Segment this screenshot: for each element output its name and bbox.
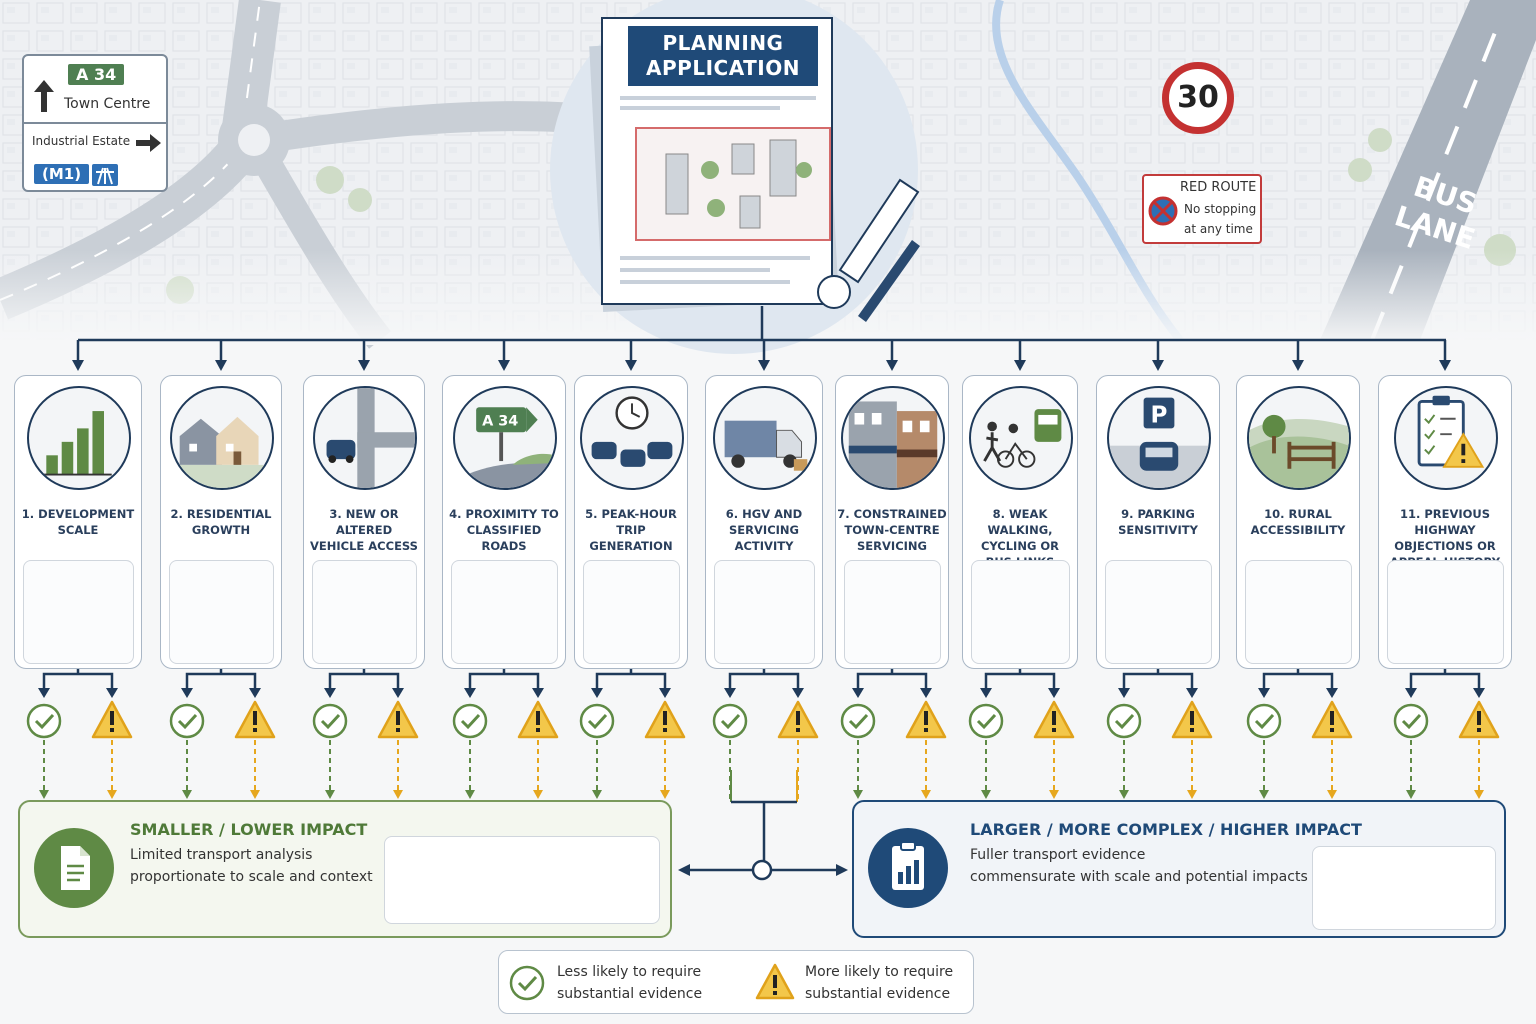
factor-card: 6. HGV AND SERVICING ACTIVITY (705, 375, 823, 669)
road-junction-icon (313, 386, 417, 490)
factor-card: 3. NEW OR ALTERED VEHICLE ACCESS (303, 375, 425, 669)
factor-card: A 34 4. PROXIMITY TO CLASSIFIED ROADS (442, 375, 566, 669)
rural-gate-icon (1247, 386, 1351, 490)
speed-limit-sign: 30 (1162, 62, 1234, 134)
bar-chart-icon (27, 386, 131, 490)
factor-label: 1. DEVELOPMENT SCALE (21, 507, 135, 537)
truck-icon (713, 386, 817, 490)
road-sign-icon: A 34 (453, 386, 557, 490)
parking-icon: P (1107, 386, 1211, 490)
red-route-line1: No stopping (1184, 202, 1257, 216)
factor-card: 1. DEVELOPMENT SCALE (14, 375, 142, 669)
red-route-sign: RED ROUTE No stopping at any time (1142, 174, 1262, 244)
factor-label: 4. PROXIMITY TO CLASSIFIED ROADS (449, 507, 559, 553)
secondary-destination: Industrial Estate (32, 134, 131, 148)
shopfront-icon (841, 386, 945, 490)
factor-connector (579, 340, 686, 799)
legend-warning-text: More likely to require substantial evide… (805, 964, 954, 1002)
smaller-impact-line2: proportionate to scale and context (130, 869, 373, 885)
legend-check-text: Less likely to require substantial evide… (557, 964, 703, 1002)
factor-notes-panel (23, 560, 134, 664)
clipboard-chart-icon (868, 828, 948, 908)
motorway-icon (92, 164, 118, 186)
factor-notes-panel (312, 560, 417, 664)
check-circle-icon (509, 965, 545, 1001)
factor-connector (1106, 340, 1213, 799)
primary-destination: Town Centre (64, 96, 151, 112)
red-route-line2: at any time (1184, 222, 1253, 236)
factor-label: 7. CONSTRAINED TOWN-CENTRE SERVICING (837, 507, 947, 553)
motorway-number: (M1) (34, 164, 90, 184)
factor-card: 2. RESIDENTIAL GROWTH (160, 375, 282, 669)
larger-impact-blank-panel (1312, 846, 1496, 930)
factor-notes-panel (971, 560, 1070, 664)
red-route-title: RED ROUTE (1180, 180, 1257, 195)
factor-notes-panel (583, 560, 680, 664)
factor-connector (968, 340, 1075, 799)
arrow-up-icon (34, 80, 54, 112)
smaller-impact-blank-panel (384, 836, 660, 924)
svg-text:A 34: A 34 (482, 414, 518, 430)
factor-card: 8. WEAK WALKING, CYCLING OR BUS LINKS (962, 375, 1078, 669)
factor-connector (840, 340, 947, 799)
factor-connector (169, 340, 276, 799)
direction-road-sign: A 34 Town Centre Industrial Estate (M1) (22, 54, 168, 192)
houses-icon (170, 386, 274, 490)
factor-connector (312, 340, 419, 799)
smaller-impact-line1: Limited transport analysis (130, 847, 313, 863)
pedestrian-cyclist-bus-icon (969, 386, 1073, 490)
factor-notes-panel (1105, 560, 1212, 664)
svg-text:P: P (1151, 403, 1168, 429)
factor-notes-panel (714, 560, 815, 664)
clipboard-warning-icon (1394, 386, 1498, 490)
sign-divider (24, 122, 166, 124)
factor-label: 6. HGV AND SERVICING ACTIVITY (725, 507, 803, 553)
larger-impact-line2: commensurate with scale and potential im… (970, 869, 1308, 885)
factor-card: 5. PEAK-HOUR TRIP GENERATION (574, 375, 688, 669)
factor-connector (1393, 340, 1500, 799)
clock-traffic-icon (580, 386, 684, 490)
legend: Less likely to require substantial evide… (498, 950, 974, 1014)
warning-triangle-icon (755, 963, 795, 1000)
factor-connector (712, 340, 819, 800)
factor-notes-panel (169, 560, 274, 664)
smaller-impact-title: SMALLER / LOWER IMPACT (130, 820, 368, 839)
factor-label: 3. NEW OR ALTERED VEHICLE ACCESS (310, 507, 418, 553)
factor-card: 7. CONSTRAINED TOWN-CENTRE SERVICING (835, 375, 949, 669)
factor-notes-panel (451, 560, 558, 664)
factor-notes-panel (844, 560, 941, 664)
arrow-right-icon (136, 134, 161, 152)
factor-card: 10. RURAL ACCESSIBILITY (1236, 375, 1360, 669)
factor-label: 2. RESIDENTIAL GROWTH (170, 507, 272, 537)
factor-connector (26, 340, 133, 799)
no-stopping-icon (1148, 196, 1178, 226)
larger-impact-line1: Fuller transport evidence (970, 847, 1146, 863)
road-number: A 34 (68, 64, 125, 85)
planning-application-title: PLANNING APPLICATION (628, 26, 818, 86)
factor-label: 9. PARKING SENSITIVITY (1118, 507, 1198, 537)
factor-notes-panel (1245, 560, 1352, 664)
factor-connector (452, 340, 559, 799)
factor-notes-panel (1387, 560, 1504, 664)
larger-impact-box: LARGER / MORE COMPLEX / HIGHER IMPACT Fu… (852, 800, 1506, 938)
factor-card: 11. PREVIOUS HIGHWAY OBJECTIONS OR APPEA… (1378, 375, 1512, 669)
factor-label: 10. RURAL ACCESSIBILITY (1250, 507, 1346, 537)
factor-connector (1246, 340, 1353, 799)
document-icon (34, 828, 114, 908)
factor-card: P 9. PARKING SENSITIVITY (1096, 375, 1220, 669)
smaller-impact-box: SMALLER / LOWER IMPACT Limited transport… (18, 800, 672, 938)
larger-impact-title: LARGER / MORE COMPLEX / HIGHER IMPACT (970, 820, 1362, 839)
factor-label: 5. PEAK-HOUR TRIP GENERATION (585, 507, 677, 553)
